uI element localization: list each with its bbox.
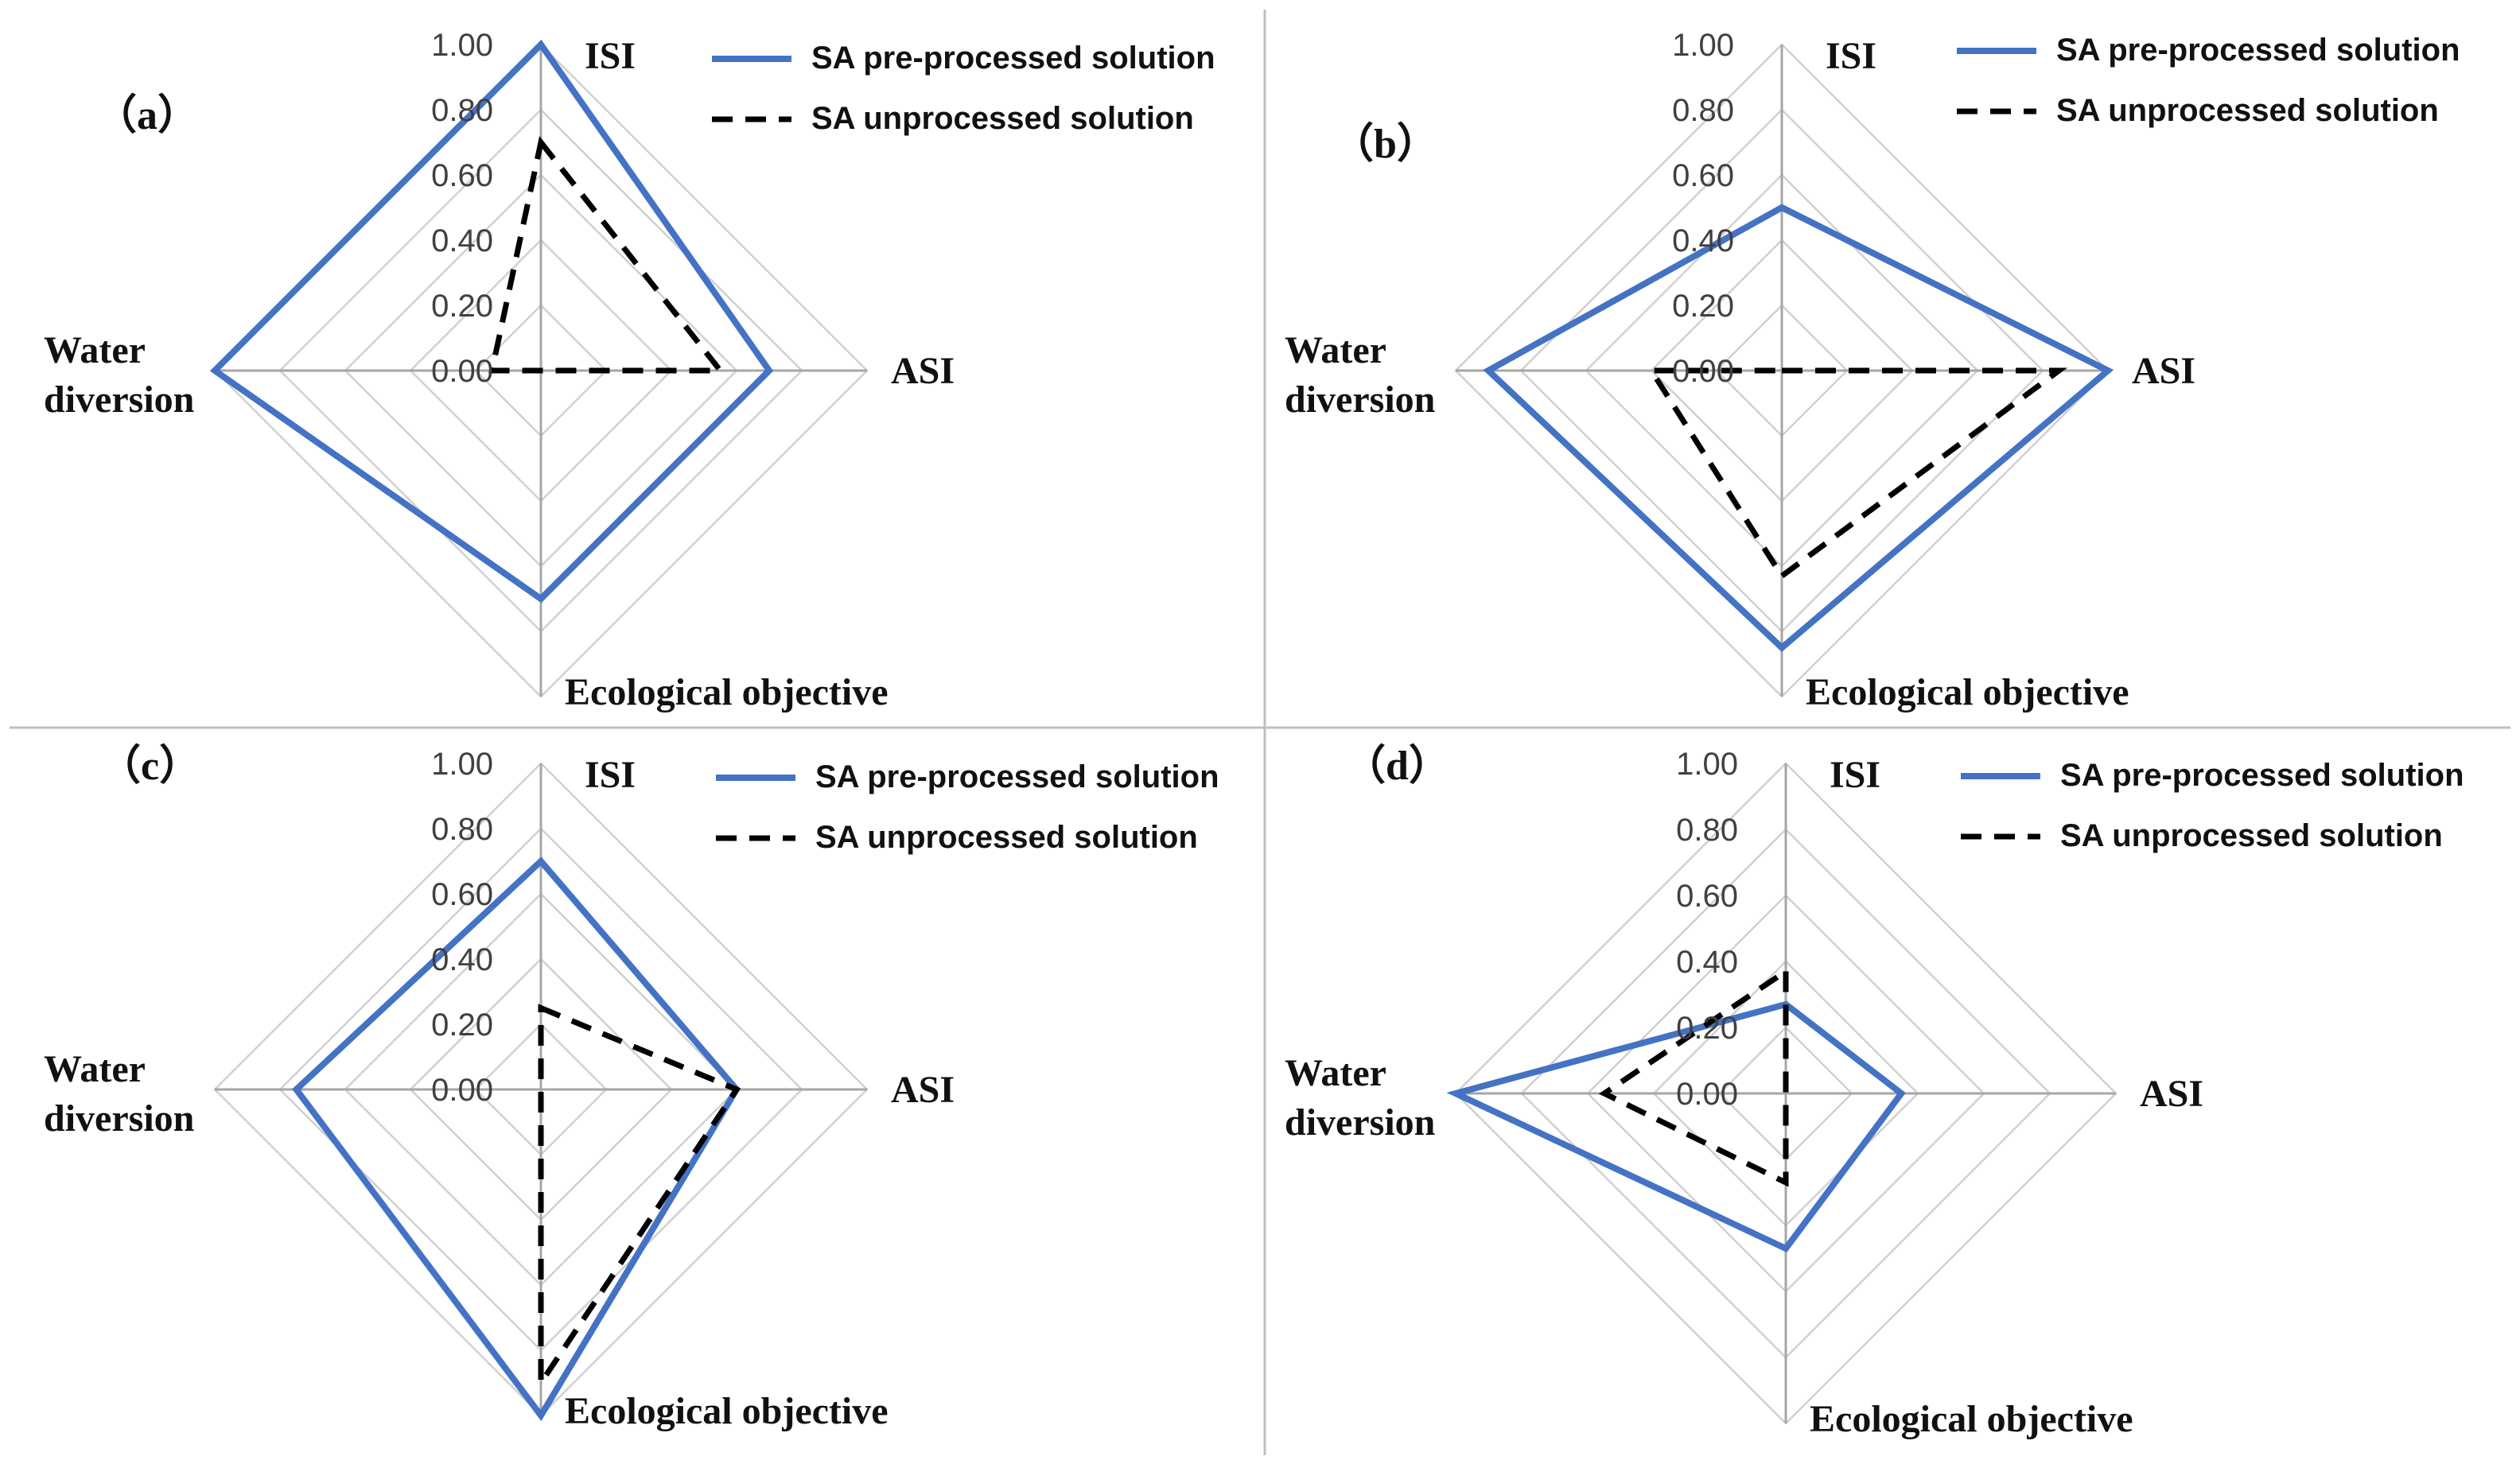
axis-label-asi: ASI xyxy=(891,1069,955,1111)
tick-label: 0.20 xyxy=(431,289,493,324)
axis-label-asi: ASI xyxy=(891,350,955,392)
tick-label: 0.60 xyxy=(1672,158,1734,193)
tick-label: 0.40 xyxy=(1672,223,1734,258)
series-unprocessed xyxy=(488,135,726,374)
tick-label: 0.00 xyxy=(1672,354,1734,389)
tick-label: 0.40 xyxy=(1676,945,1738,980)
panel-label: （b） xyxy=(1332,121,1438,167)
legend-label: SA pre-processed solution xyxy=(2060,758,2464,793)
series-preprocessed xyxy=(292,856,741,1422)
legend-label: SA pre-processed solution xyxy=(815,759,1219,794)
series-unprocessed xyxy=(1598,965,1789,1187)
tick-label: 0.20 xyxy=(431,1008,493,1043)
legend-label: SA unprocessed solution xyxy=(811,101,1194,136)
panel-label: （d） xyxy=(1344,743,1450,789)
radar-panel: 0.00 0.20 0.40 0.60 0.80 1.00 ISI ASI Ecological… xyxy=(44,743,1219,1432)
axis-label-asi: ASI xyxy=(2132,350,2195,392)
series-preprocessed xyxy=(1446,1000,1906,1253)
tick-label: 0.80 xyxy=(1676,813,1738,848)
tick-label: 0.80 xyxy=(1672,93,1734,128)
series-unprocessed xyxy=(538,1004,741,1392)
tick-label: 0.60 xyxy=(431,158,493,193)
tick-label: 0.80 xyxy=(431,812,493,847)
axis-label-ecological-objective: Ecological objective xyxy=(565,671,889,713)
tick-label: 0.80 xyxy=(431,93,493,128)
panel-label: （a） xyxy=(95,92,199,138)
tick-label: 1.00 xyxy=(1672,28,1734,63)
legend-label: SA pre-processed solution xyxy=(811,41,1215,76)
axis-label-isi: ISI xyxy=(585,35,636,77)
axis-label-isi: ISI xyxy=(585,754,636,796)
series-preprocessed xyxy=(1483,204,2114,652)
axis-label-isi: ISI xyxy=(1830,754,1880,796)
axis-label-ecological-objective: Ecological objective xyxy=(1810,1398,2133,1440)
axis-label-ecological-objective: Ecological objective xyxy=(565,1390,889,1432)
legend-label: SA unprocessed solution xyxy=(2060,818,2443,853)
series-preprocessed xyxy=(209,39,774,604)
radar-panel: 0.00 0.20 0.40 0.60 0.80 1.00 ISI ASI Ecological… xyxy=(1285,28,2460,713)
panel-label: （c） xyxy=(99,743,200,789)
tick-label: 0.00 xyxy=(431,354,493,389)
tick-label: 1.00 xyxy=(1676,747,1738,782)
tick-label: 0.20 xyxy=(1672,289,1734,324)
series-unprocessed xyxy=(1646,367,2068,581)
axis-label-asi: ASI xyxy=(2140,1073,2203,1115)
axis-label-ecological-objective: Ecological objective xyxy=(1806,671,2129,713)
radar-panel: 0.00 0.20 0.40 0.60 0.80 1.00 ISI ASI Ecological… xyxy=(44,28,1215,713)
legend-label: SA unprocessed solution xyxy=(2056,93,2439,128)
tick-label: 0.40 xyxy=(431,223,493,258)
tick-label: 0.60 xyxy=(1676,879,1738,914)
tick-label: 0.40 xyxy=(431,942,493,977)
tick-label: 0.00 xyxy=(431,1073,493,1108)
legend-label: SA pre-processed solution xyxy=(2056,33,2460,68)
legend-label: SA unprocessed solution xyxy=(815,820,1198,855)
tick-label: 0.20 xyxy=(1676,1011,1738,1046)
tick-label: 1.00 xyxy=(431,747,493,782)
axis-label-isi: ISI xyxy=(1826,35,1876,77)
tick-label: 0.60 xyxy=(431,877,493,912)
tick-label: 0.00 xyxy=(1676,1077,1738,1112)
tick-label: 1.00 xyxy=(431,28,493,63)
radar-panel: 0.00 0.20 0.40 0.60 0.80 1.00 ISI ASI Ecological… xyxy=(1285,743,2464,1440)
